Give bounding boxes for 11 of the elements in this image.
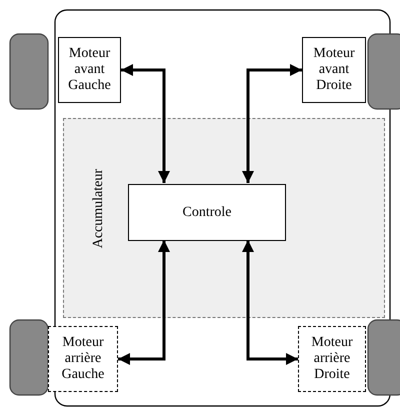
double-arrow xyxy=(121,64,170,183)
process-box: Controle xyxy=(128,184,286,241)
process-box: Moteur avant Droite xyxy=(302,37,366,103)
double-arrow xyxy=(118,240,170,365)
dashed-region xyxy=(63,118,385,318)
dashed-motor-box: Moteur arrière Droite xyxy=(298,326,366,392)
region-title: Accumulateur xyxy=(91,169,107,248)
process-box: Moteur avant Gauche xyxy=(58,37,121,103)
dashed-motor-box: Moteur arrière Gauche xyxy=(48,326,118,392)
double-arrow xyxy=(242,64,302,183)
double-arrow xyxy=(242,240,298,365)
